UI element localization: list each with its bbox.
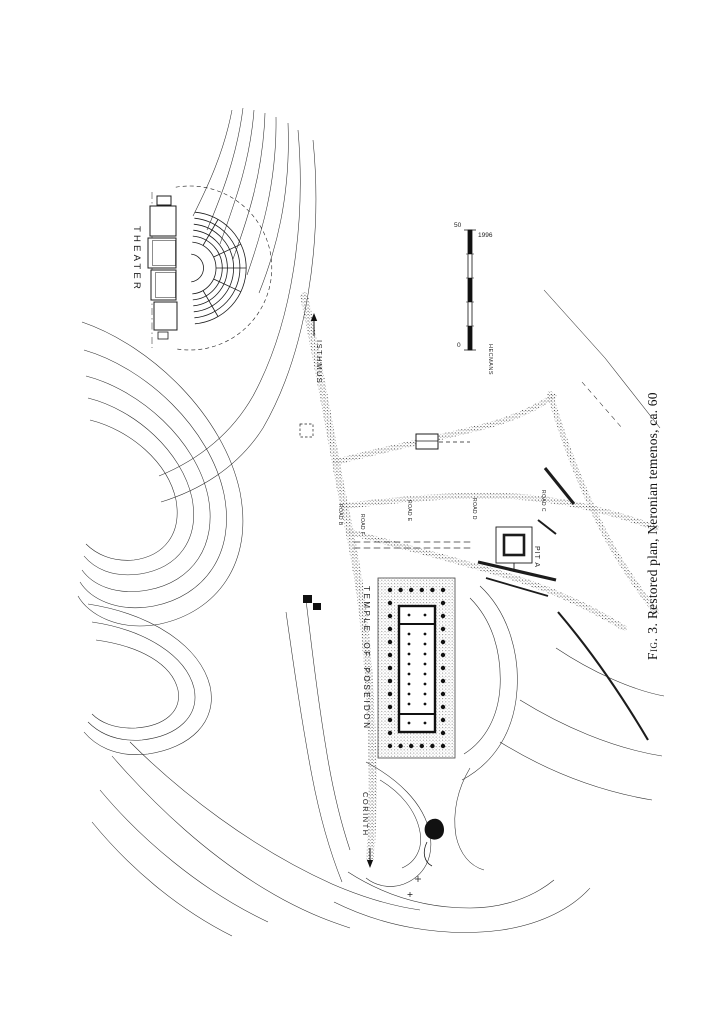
shrine-dashed-outline bbox=[299, 423, 314, 438]
figure-caption-number: Fig. 3. bbox=[645, 622, 660, 660]
road-b-label: ROAD B bbox=[337, 504, 343, 526]
theater-plan bbox=[147, 185, 273, 351]
drafter-credit-label: HECMANS bbox=[487, 344, 493, 376]
scale-bar bbox=[464, 229, 476, 351]
temenos-walls bbox=[477, 467, 649, 741]
road-e-label: ROAD E bbox=[406, 500, 412, 522]
contour-lines bbox=[77, 107, 665, 937]
scale-min-label: 0 bbox=[457, 342, 461, 349]
temple-cella bbox=[397, 604, 437, 734]
theater-outer-dashed-arc bbox=[175, 185, 273, 351]
road-branch-east bbox=[341, 492, 659, 531]
roads bbox=[300, 292, 659, 862]
road-c-label: ROAD C bbox=[540, 490, 546, 512]
theater-stage-buildings bbox=[147, 195, 178, 340]
small-structures bbox=[299, 423, 533, 897]
figure-caption: Fig. 3. Restored plan, Neronian temenos,… bbox=[645, 392, 661, 660]
road-branch-northeast bbox=[333, 393, 557, 465]
scale-year-label: 1996 bbox=[478, 232, 493, 239]
northwest-stoa-blocks bbox=[303, 595, 321, 610]
theater-label: THEATER bbox=[131, 226, 142, 293]
isthmus-direction-arrow bbox=[310, 313, 318, 336]
road-d-label: ROAD D bbox=[471, 498, 477, 520]
isthmus-label: ISTHMUS bbox=[315, 340, 324, 385]
corinth-direction-arrow bbox=[366, 848, 374, 868]
spring-cave-feature bbox=[407, 818, 444, 897]
temple-peristyle-columns bbox=[387, 587, 446, 749]
pit-a-structure bbox=[495, 526, 533, 572]
road-f-label: ROAD F bbox=[359, 514, 365, 536]
road-branch-southeast bbox=[347, 529, 627, 631]
roadside-building bbox=[415, 433, 470, 450]
road-corinth-isthmus bbox=[300, 292, 377, 862]
figure-caption-text: Restored plan, Neronian temenos, ca. 60 bbox=[645, 392, 660, 623]
pit-a-label: PIT A bbox=[533, 546, 540, 568]
theater-cavea bbox=[191, 211, 247, 325]
temple-of-poseidon-plan bbox=[377, 577, 456, 759]
scale-max-label: 50 bbox=[454, 222, 462, 229]
corinth-label: CORINTH bbox=[361, 792, 370, 837]
road-east-vertical bbox=[547, 391, 659, 615]
temple-of-poseidon-label: TEMPLE OF POSEIDON bbox=[362, 586, 371, 731]
